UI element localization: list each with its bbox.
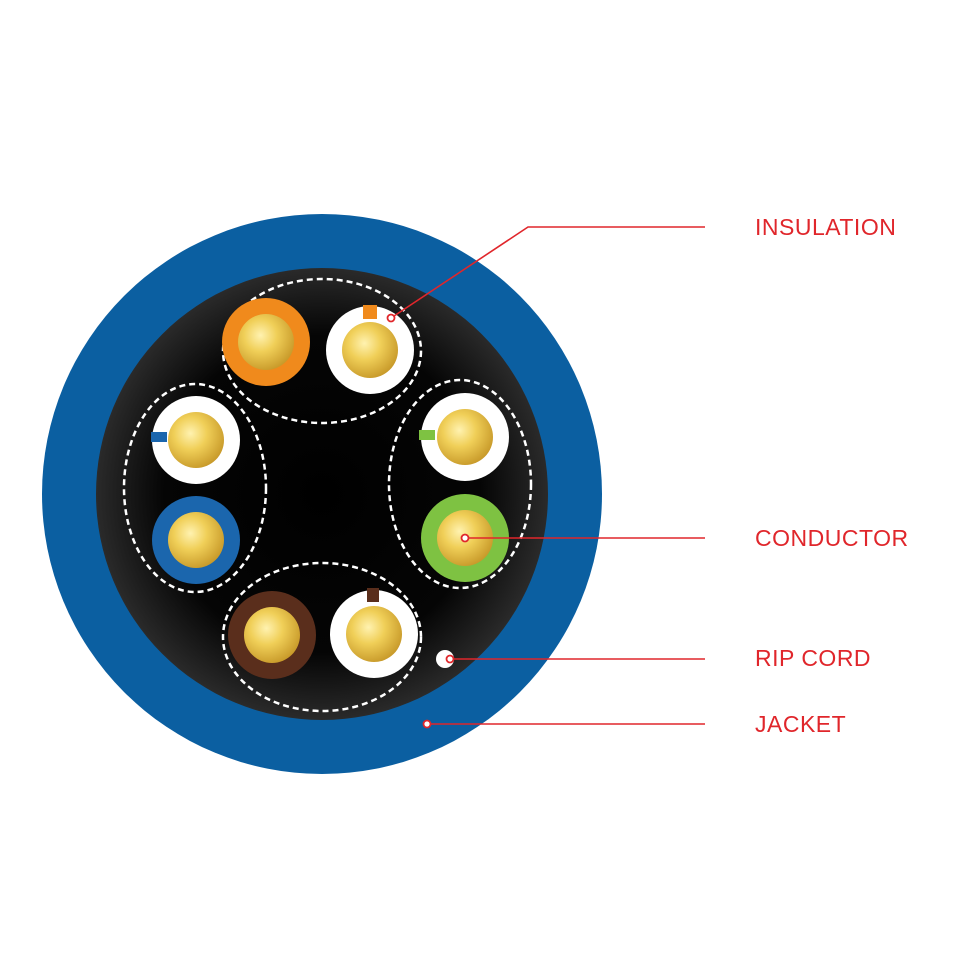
- wire-conductor: [244, 607, 300, 663]
- white-orange-stripe-wire: [326, 305, 414, 394]
- pair-boundary-blue: [122, 382, 268, 594]
- white-brown-stripe-wire: [330, 588, 418, 678]
- conductor-label: CONDUCTOR: [755, 525, 909, 551]
- wire-conductor: [342, 322, 398, 378]
- wire-conductor: [238, 314, 294, 370]
- pair-boundary-green: [387, 378, 533, 590]
- twisted-pair-boundaries: [122, 277, 533, 713]
- wire-conductor: [437, 409, 493, 465]
- wire-color-stripe: [419, 430, 435, 440]
- insulation-callout-line: [390, 226, 705, 319]
- brown-solid-wire: [228, 591, 316, 679]
- pair-boundary-orange: [221, 277, 423, 425]
- orange-solid-wire: [222, 298, 310, 386]
- insulation-callout-dot: [386, 313, 396, 323]
- wire-group: [151, 298, 509, 679]
- wire-color-stripe: [367, 588, 379, 602]
- wire-conductor: [346, 606, 402, 662]
- jacket-label: JACKET: [755, 711, 847, 737]
- callout-lines: [390, 226, 705, 725]
- conductor-callout-dot: [460, 533, 470, 543]
- wire-conductor: [168, 412, 224, 468]
- cable-core: [96, 268, 548, 720]
- callout-dots: [386, 313, 470, 729]
- rip-cord-label: RIP CORD: [755, 645, 872, 671]
- rip-cord-callout-dot: [445, 654, 455, 664]
- wire-conductor: [168, 512, 224, 568]
- white-blue-stripe-wire: [151, 396, 240, 484]
- rip-cord: [436, 650, 454, 668]
- wire-color-stripe: [363, 305, 377, 319]
- insulation-label: INSULATION: [755, 214, 897, 240]
- wire-color-stripe: [151, 432, 167, 442]
- blue-solid-wire: [152, 496, 240, 584]
- jacket-callout-dot: [422, 719, 432, 729]
- pair-boundary-brown: [221, 561, 423, 713]
- white-green-stripe-wire: [419, 393, 509, 481]
